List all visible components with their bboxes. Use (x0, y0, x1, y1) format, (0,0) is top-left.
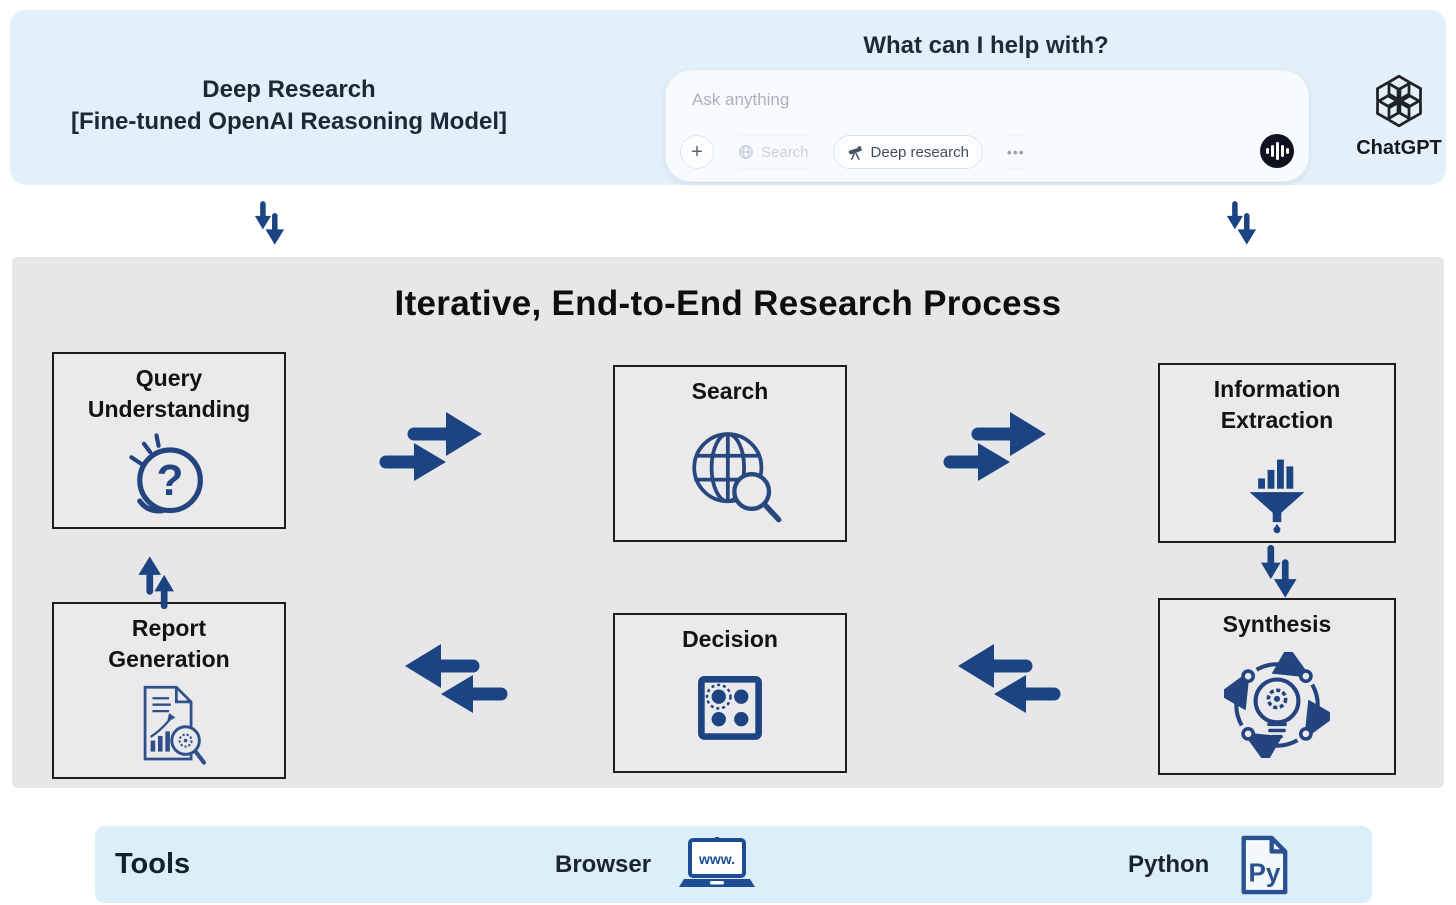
chatgpt-label: ChatGPT (1356, 137, 1442, 159)
step-label: Report Generation (108, 615, 230, 672)
process-title: Iterative, End-to-End Research Process (394, 284, 1062, 323)
composer-toolbar: + Search (680, 135, 1039, 169)
openai-logo-icon (1376, 74, 1422, 128)
browser-laptop-icon: www. (679, 836, 756, 887)
voice-waveform-icon (1265, 148, 1269, 154)
step-decision: Decision (613, 613, 847, 773)
browser-label: Browser (555, 850, 652, 878)
globe-magnifier-icon (672, 407, 788, 540)
python-file-icon: Py (1241, 835, 1288, 894)
step-label: Information Extraction (1213, 376, 1341, 433)
tools-title: Tools (115, 848, 191, 880)
funnel-chart-icon (1237, 436, 1317, 541)
report-document-icon (119, 675, 219, 777)
question-circle-icon: ? (119, 425, 219, 527)
search-toggle-button[interactable]: Search (724, 135, 823, 169)
deep-research-toggle-label: Deep research (870, 143, 969, 161)
flow-arrow-down-icon (1254, 541, 1300, 609)
flow-arrow-left-icon (936, 638, 1068, 726)
decision-dots-icon (684, 655, 776, 771)
chatgpt-brand: ChatGPT (1354, 72, 1444, 160)
chat-composer[interactable]: Ask anything + Search (665, 70, 1309, 182)
flow-arrow-up-icon (135, 545, 181, 613)
step-query-understanding: Query Understanding ? (52, 352, 286, 529)
composer-placeholder[interactable]: Ask anything (692, 90, 790, 109)
globe-icon (739, 145, 753, 159)
flow-arrow-left-icon (383, 638, 515, 726)
model-title: Deep Research [Fine-tuned OpenAI Reasoni… (48, 74, 530, 138)
step-label: Search (691, 378, 769, 404)
flow-arrow-right-icon (372, 406, 504, 494)
step-label: Query Understanding (87, 365, 251, 422)
step-synthesis: Synthesis (1158, 598, 1396, 775)
step-label: Synthesis (1222, 611, 1332, 637)
voice-mode-button[interactable] (1260, 134, 1294, 168)
attach-button[interactable]: + (680, 135, 714, 169)
flow-arrow-down-icon (1220, 198, 1260, 254)
plus-icon: + (691, 140, 703, 163)
python-label: Python (1128, 850, 1210, 878)
deep-research-toggle-button[interactable]: Deep research (832, 135, 983, 169)
more-options-button[interactable]: ••• (992, 135, 1039, 169)
flow-arrow-right-icon (936, 406, 1068, 494)
step-label: Decision (682, 626, 778, 652)
search-toggle-label: Search (761, 143, 809, 161)
step-information-extraction: Information Extraction (1158, 363, 1396, 543)
greeting-text: What can I help with? (863, 32, 1109, 59)
model-title-line1: Deep Research (202, 76, 376, 103)
header-panel: Deep Research [Fine-tuned OpenAI Reasoni… (10, 10, 1446, 185)
tool-python: Python Py (1128, 826, 1291, 903)
svg-text:www.: www. (698, 851, 735, 867)
ellipsis-icon: ••• (1006, 144, 1025, 160)
model-title-line2: [Fine-tuned OpenAI Reasoning Model] (71, 108, 507, 135)
telescope-icon (848, 145, 862, 160)
tool-browser: Browser www. (555, 826, 757, 903)
step-report-generation: Report Generation (52, 602, 286, 779)
flow-arrow-down-icon (248, 198, 288, 254)
svg-text:?: ? (157, 456, 184, 505)
tools-panel: Tools Browser www. Python Py (95, 826, 1372, 903)
svg-text:Py: Py (1249, 857, 1281, 887)
step-search: Search (613, 365, 847, 542)
lightbulb-gear-cycle-icon (1224, 640, 1330, 773)
